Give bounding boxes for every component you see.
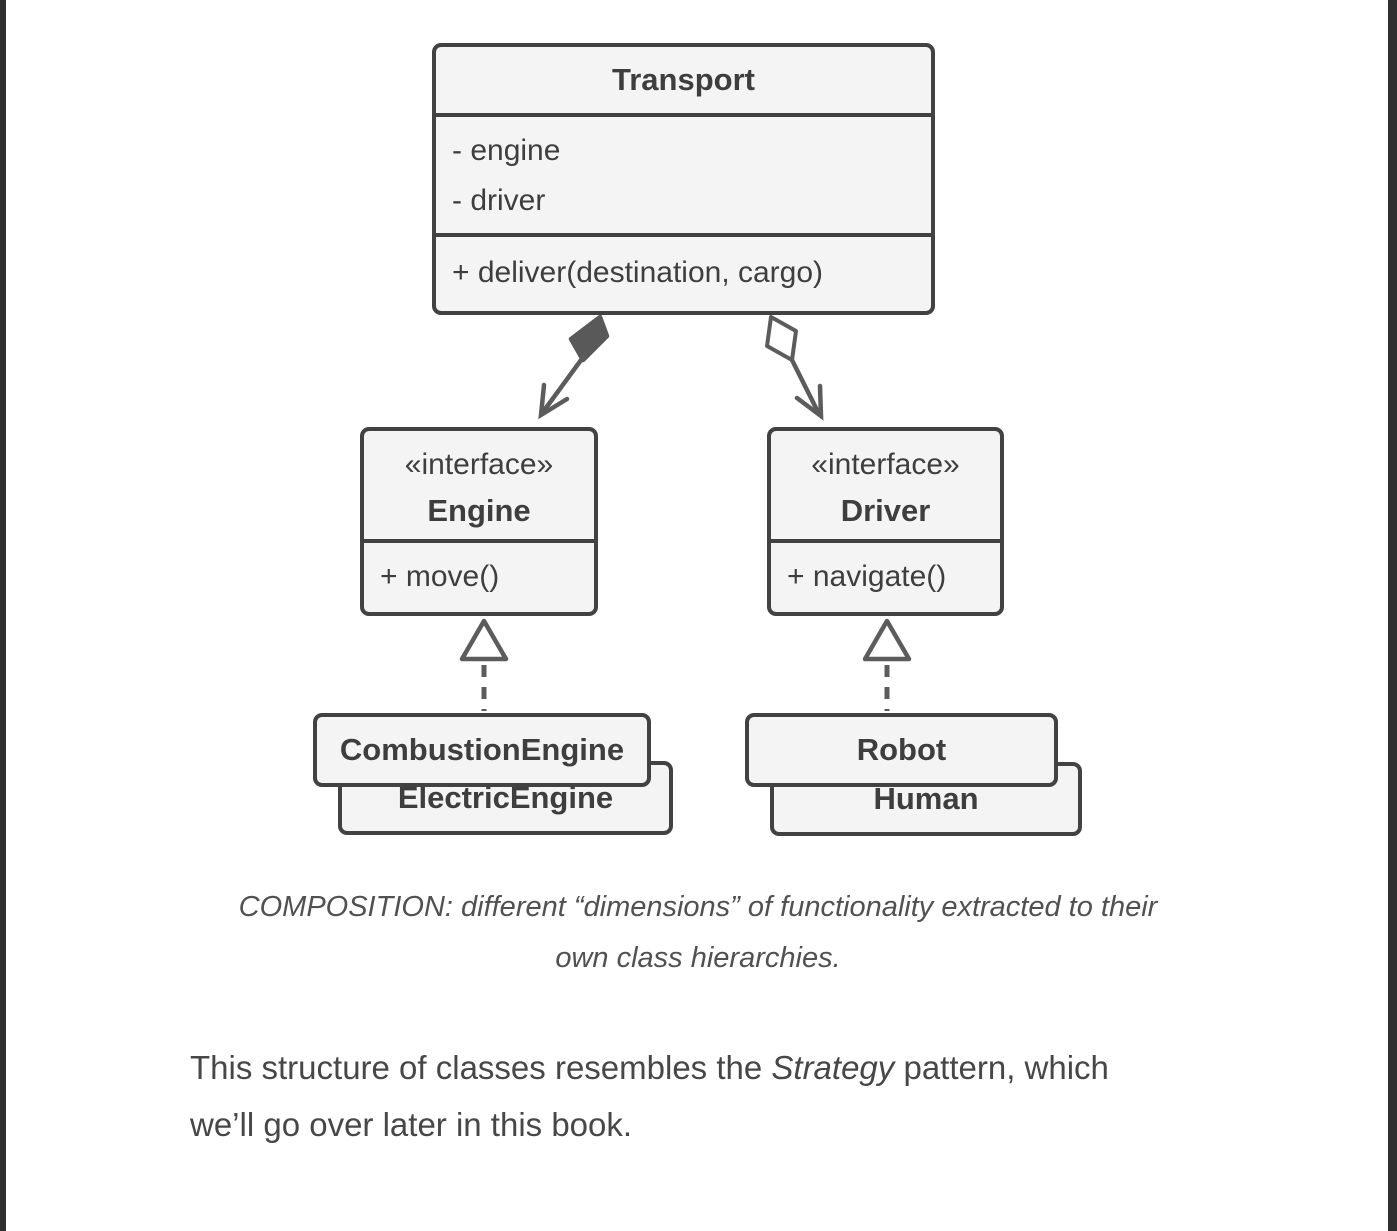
class-field: - driver — [452, 184, 546, 217]
class-title: CombustionEngine — [339, 732, 625, 767]
figure-caption: COMPOSITION: different “dimensions” of f… — [78, 882, 1318, 984]
left-edge-bar — [0, 0, 6, 1231]
class-title-transport: Transport — [612, 62, 755, 97]
inheritance-triangle-icon — [862, 618, 912, 662]
aggregation-connector — [765, 315, 824, 421]
interface-name: Engine — [427, 493, 531, 528]
class-box-robot: Robot — [745, 713, 1058, 787]
body-paragraph-line: This structure of classes resembles the … — [190, 1039, 1109, 1096]
class-method: + deliver(destination, cargo) — [452, 256, 824, 289]
class-box-transport: Transport - engine - driver + deliver(de… — [432, 43, 935, 315]
class-field: - engine — [452, 134, 561, 167]
class-method: + navigate() — [787, 560, 947, 593]
class-methods-transport: + deliver(destination, cargo) — [436, 233, 931, 311]
interface-box-driver: «interface» Driver + navigate() — [767, 427, 1004, 616]
body-paragraph-line: we’ll go over later in this book. — [190, 1106, 633, 1143]
stereotype-label: «interface» — [404, 448, 554, 481]
interface-methods-driver: + navigate() — [771, 539, 1000, 612]
interface-title-driver: «interface» Driver — [771, 431, 1000, 539]
stereotype-label: «interface» — [811, 448, 960, 481]
interface-title-engine: «interface» Engine — [364, 431, 594, 539]
figure-caption-line: COMPOSITION: different “dimensions” of f… — [238, 891, 1158, 923]
arrowhead-icon — [794, 383, 824, 421]
realization-connector-engine — [459, 618, 509, 711]
class-fields-transport: - engine - driver — [436, 113, 931, 233]
interface-methods-engine: + move() — [364, 539, 594, 612]
body-text-emphasis: Strategy — [771, 1049, 895, 1086]
arrowhead-icon — [538, 382, 570, 420]
composition-connector — [538, 314, 610, 420]
composition-diamond-icon — [568, 314, 610, 363]
figure-caption-line: own class hierarchies. — [555, 942, 841, 974]
right-edge-bar — [1388, 0, 1397, 1231]
class-box-combustion-engine: CombustionEngine — [313, 713, 651, 787]
body-paragraph: This structure of classes resembles the … — [190, 1039, 1109, 1153]
aggregation-diamond-icon — [765, 315, 798, 362]
body-text-segment: pattern, which — [894, 1049, 1109, 1086]
class-title: Robot — [856, 732, 947, 767]
class-method: + move() — [380, 560, 500, 593]
interface-box-engine: «interface» Engine + move() — [360, 427, 598, 616]
realization-connector-driver — [862, 618, 912, 711]
inheritance-triangle-icon — [459, 618, 509, 662]
body-text-segment: This structure of classes resembles the — [190, 1049, 772, 1086]
interface-name: Driver — [840, 493, 931, 528]
